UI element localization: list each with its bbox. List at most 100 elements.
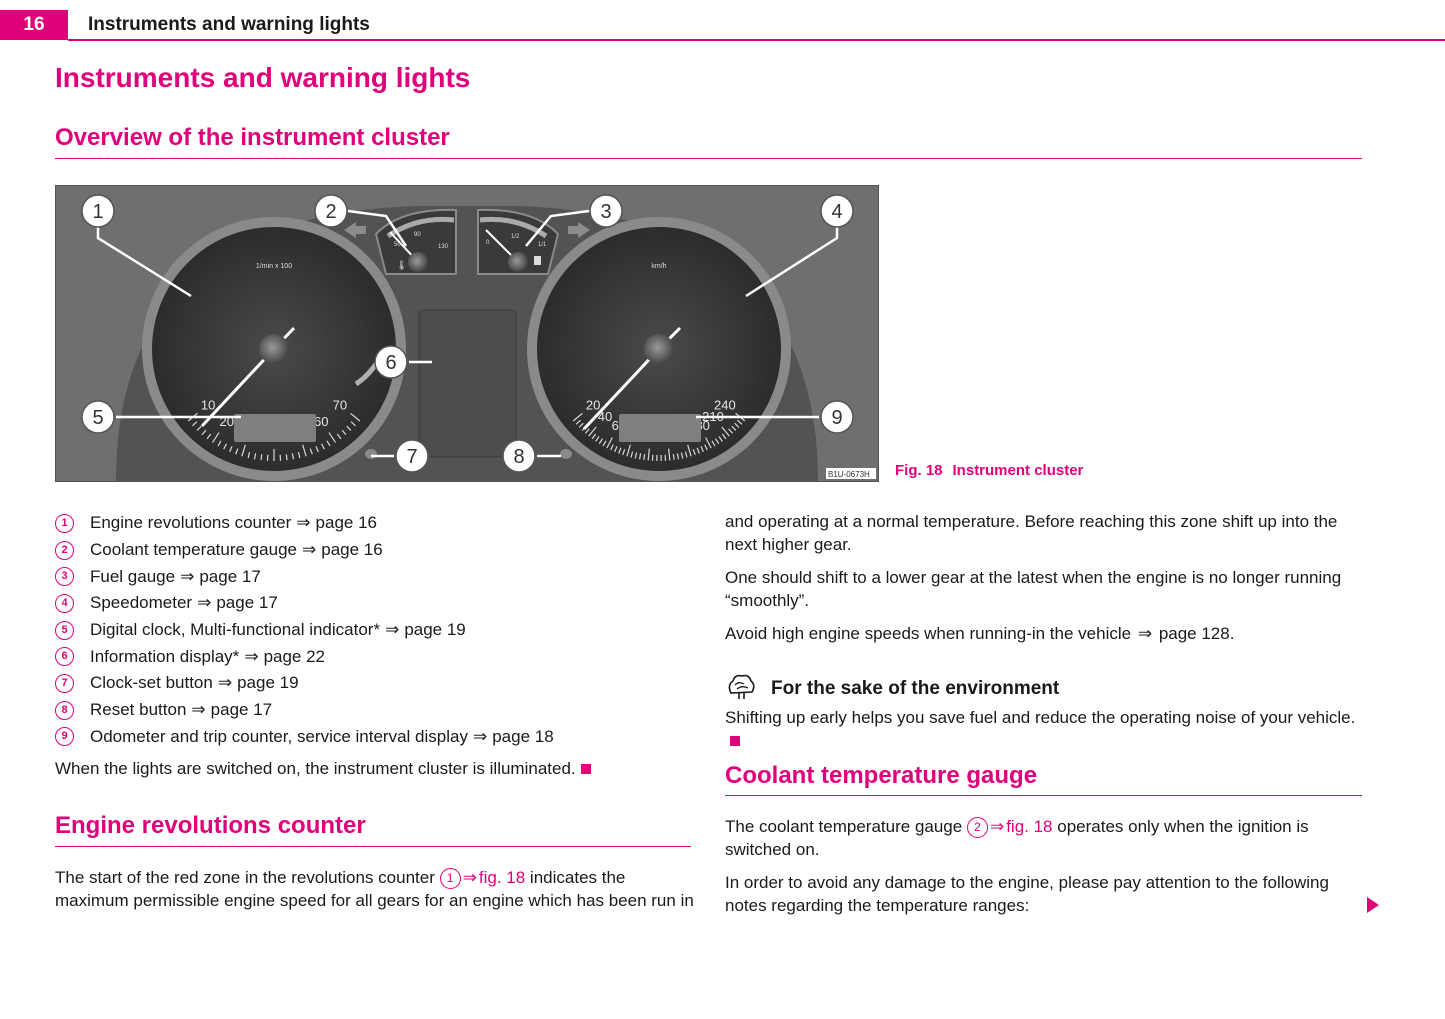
figure-caption-text: Instrument cluster <box>952 462 1084 479</box>
xref-arrow: ⇒ <box>462 868 477 887</box>
legend-page-ref[interactable]: page 19 <box>237 673 299 693</box>
xref-arrow: ⇒ <box>217 673 233 693</box>
temp-tick-50: 50 <box>394 242 401 248</box>
right-p3: Avoid high engine speeds when running-in… <box>725 622 1365 645</box>
callout-circle <box>820 194 854 228</box>
right-p1: and operating at a normal temperature. B… <box>725 512 1338 554</box>
callout-number: 4 <box>831 201 842 223</box>
legend-number-circle: 1 <box>55 513 74 533</box>
environment-tree-icon <box>728 674 755 699</box>
coolant-section-title: Coolant temperature gauge <box>725 762 1038 789</box>
coolant-p1-text: The coolant temperature gauge <box>725 817 963 836</box>
running-header: Instruments and warning lights <box>88 14 370 35</box>
right-p2: One should shift to a lower gear at the … <box>725 568 1342 610</box>
fuel-tick-empty: 0 <box>486 240 490 246</box>
speedometer-dial: 20406080100120150180210240 km/h <box>527 217 791 481</box>
legend-text: Digital clock, Multi-functional indicato… <box>90 620 381 640</box>
legend-page-ref[interactable]: page 22 <box>263 646 326 666</box>
fuel-tick-half: 1/2 <box>511 234 520 240</box>
legend-page-ref[interactable]: page 16 <box>321 540 383 560</box>
xref-arrow: ⇒ <box>385 620 400 640</box>
tacho-tick-label: 10 <box>201 397 215 412</box>
legend-item: 5 Digital clock, Multi-functional indicat… <box>55 617 554 644</box>
callout-ref-1: 1 <box>439 868 461 889</box>
lights-note-text: When the lights are switched on, the ins… <box>55 759 576 778</box>
legend-page-ref[interactable]: page 17 <box>199 566 261 586</box>
coolant-p1: The coolant temperature gauge 2⇒fig. 18 … <box>725 815 1365 861</box>
legend-page-ref[interactable]: page 16 <box>315 513 377 533</box>
tacho-hub <box>259 334 289 364</box>
coolant-p1-text-end: operates only when the ignition is switc… <box>725 817 1309 859</box>
callout-circle <box>81 400 115 434</box>
engine-p1-text-end: indicates the maximum permissible engine… <box>55 868 694 910</box>
callout-circle <box>314 194 348 228</box>
legend-number-circle: 5 <box>55 620 74 640</box>
legend-text: Reset button <box>90 700 187 720</box>
fig-18-link[interactable]: fig. 18 <box>478 868 526 887</box>
legend-number-circle: 6 <box>55 647 74 667</box>
callout-circle <box>502 439 536 473</box>
callout-circle <box>374 345 408 379</box>
speedo-tick-label: 40 <box>598 409 612 424</box>
callout-number: 6 <box>385 352 396 374</box>
end-of-section-marker <box>730 736 740 746</box>
temp-tick-90: 90 <box>414 232 421 238</box>
lights-note: When the lights are switched on, the ins… <box>55 757 695 780</box>
callout-number: 8 <box>513 446 524 468</box>
callout-number: 7 <box>406 446 417 468</box>
tacho-unit-label: 1/min x 100 <box>256 263 292 270</box>
clock-display <box>234 414 316 442</box>
tacho-needle <box>200 347 276 428</box>
engine-p1-text: The start of the red zone in the revolut… <box>55 868 435 887</box>
fuel-gauge: 0 1/2 1/1 <box>477 208 560 275</box>
speedo-hub <box>644 334 674 364</box>
fig-18-link[interactable]: fig. 18 <box>1006 817 1053 836</box>
overview-section-title: Overview of the instrument cluster <box>55 124 450 151</box>
tacho-tick-label: 60 <box>314 414 328 429</box>
turn-right-arrow-icon <box>568 222 590 238</box>
legend-number-circle: 7 <box>55 673 74 693</box>
callout-number: 1 <box>92 201 103 223</box>
xref-arrow: ⇒ <box>301 540 317 560</box>
legend-page-ref[interactable]: page 18 <box>492 726 554 746</box>
legend-text: Clock-set button <box>90 673 213 693</box>
legend-page-ref[interactable]: page 17 <box>210 700 273 720</box>
speedo-needle <box>582 347 661 431</box>
tachometer-dial: 10203040506070 1/min x 100 <box>142 217 406 481</box>
overview-rule <box>55 158 1362 159</box>
engine-section-rule <box>55 846 691 847</box>
temp-tick-130: 130 <box>438 244 449 250</box>
callout-circle <box>589 194 623 228</box>
instrument-cluster-figure: 10203040506070 1/min x 100 2040608010012… <box>55 185 879 482</box>
xref-arrow: ⇒ <box>180 566 195 586</box>
callout-circle <box>81 194 115 228</box>
xref-arrow: ⇒ <box>296 513 311 533</box>
end-of-section-marker <box>580 764 591 774</box>
turn-left-arrow-icon <box>344 222 366 238</box>
tacho-tick-label: 70 <box>333 397 347 412</box>
environment-note-text: Shifting up early helps you save fuel an… <box>725 706 1365 752</box>
main-title: Instruments and warning lights <box>55 62 471 93</box>
environment-text: Shifting up early helps you save fuel an… <box>725 708 1356 727</box>
continue-arrow-icon <box>1367 897 1379 913</box>
information-display <box>418 309 517 458</box>
legend-text: Speedometer <box>90 593 193 613</box>
page-128-link[interactable]: page 128. <box>1158 624 1235 643</box>
legend-number-circle: 9 <box>55 727 74 747</box>
legend-text: Information display* <box>90 646 240 666</box>
callout-circle <box>395 439 429 473</box>
legend-text: Odometer and trip counter, service inter… <box>90 726 468 746</box>
xref-arrow: ⇒ <box>989 817 1005 836</box>
xref-arrow: ⇒ <box>1137 624 1153 643</box>
legend-number-circle: 3 <box>55 567 74 587</box>
callout-circle <box>820 400 854 434</box>
coolant-p2: In order to avoid any damage to the engi… <box>725 873 1329 915</box>
legend-page-ref[interactable]: page 19 <box>404 620 466 640</box>
legend-page-ref[interactable]: page 17 <box>216 593 278 613</box>
